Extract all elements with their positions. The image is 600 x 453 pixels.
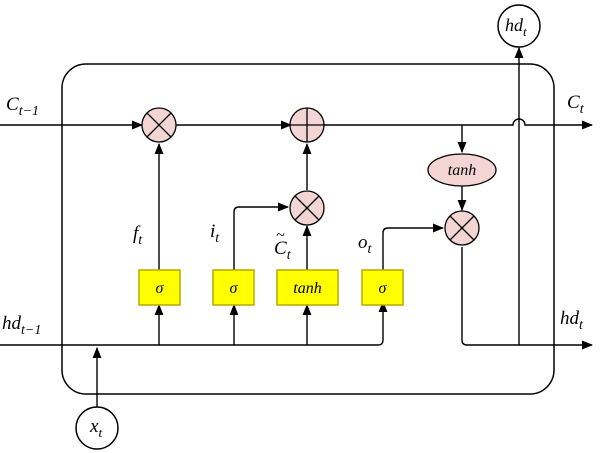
input-gate-label: σ (230, 280, 239, 297)
candidate-gate-label: tanh (293, 280, 321, 297)
hidden-prev-base: hd (2, 313, 22, 334)
forget-label: ft (133, 223, 143, 248)
x-input-node: xt (75, 406, 119, 450)
hidden-out-label: hdt (560, 308, 584, 333)
hidden-out-sub: t (579, 318, 584, 333)
hidden-bus-corner (377, 300, 388, 346)
output-to-mult-line (382, 223, 445, 270)
forget-sub: t (138, 233, 143, 248)
cell-add-op (289, 107, 325, 143)
cell-prev-base: C (6, 94, 19, 115)
output-sub: t (368, 242, 373, 257)
candidate-tilde: ~ (276, 227, 285, 244)
hidden-prev-label: hdt−1 (2, 313, 41, 338)
hidden-top-base: hd (505, 15, 524, 35)
cell-out-base: C (567, 92, 580, 113)
cell-state-out-line (324, 118, 594, 130)
output-multiply-op (444, 210, 480, 246)
hidden-out-line (461, 247, 594, 350)
output-gate: σ (361, 269, 404, 306)
input-base: i (210, 221, 215, 242)
cell-prev-sub: t−1 (19, 104, 39, 119)
cell-tanh: tanh (427, 153, 497, 187)
input-to-mult-line (233, 202, 290, 270)
input-label: it (210, 221, 220, 246)
candidate-gate: tanh (276, 269, 339, 306)
forget-base: f (133, 223, 141, 244)
candidate-sub: t (287, 248, 292, 263)
cell-out-sub: t (580, 102, 585, 117)
candidate-base: C (274, 238, 287, 259)
cell-prev-label: Ct−1 (6, 94, 39, 119)
input-sub: t (215, 231, 220, 246)
hidden-out-base: hd (560, 308, 580, 329)
svg-text:xt: xt (89, 416, 102, 440)
forget-multiply-op (141, 107, 177, 143)
forget-gate: σ (138, 269, 181, 306)
output-label: ot (358, 232, 373, 257)
input-gate: σ (212, 269, 255, 306)
forget-gate-label: σ (156, 280, 165, 297)
x-input-base: x (89, 416, 99, 437)
hidden-top-node: hdt (497, 4, 541, 48)
hidden-prev-sub: t−1 (21, 323, 41, 338)
hidden-top-sub: t (523, 24, 527, 39)
cell-out-label: Ct (567, 92, 585, 117)
input-multiply-op (289, 190, 325, 226)
svg-text:hdt: hdt (505, 15, 527, 39)
candidate-label: Ct (274, 238, 292, 263)
cell-tanh-label: tanh (448, 162, 476, 179)
output-base: o (358, 232, 368, 253)
cell-boundary (61, 63, 555, 395)
x-input-sub: t (98, 425, 102, 440)
output-gate-label: σ (379, 280, 388, 297)
